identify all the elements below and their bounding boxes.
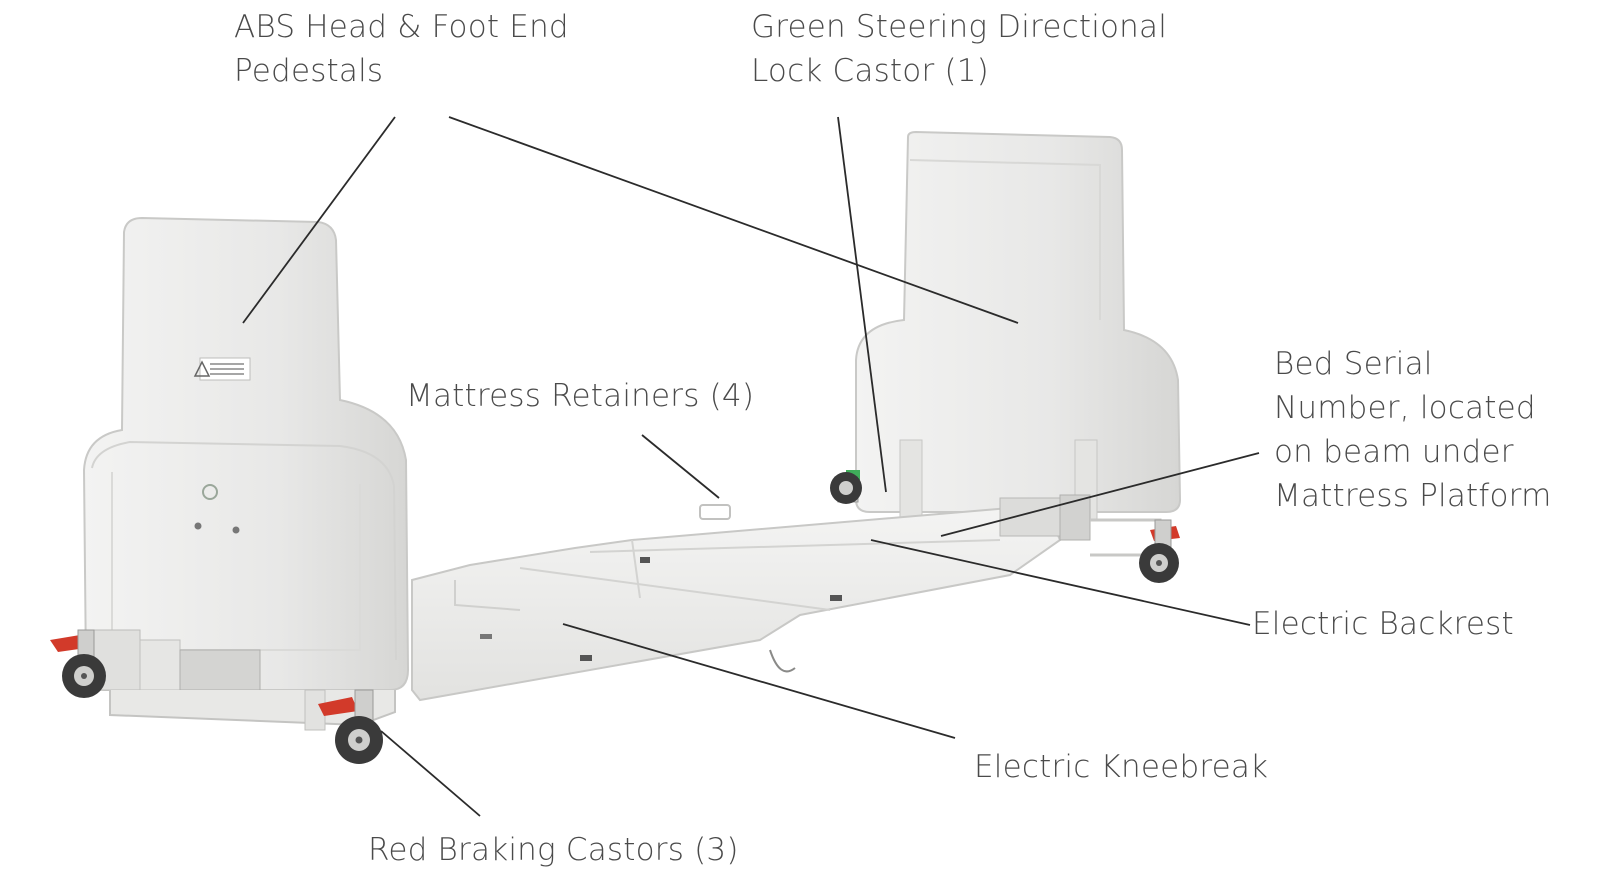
- label-serial-number: Bed Serial Number, located on beam under…: [1274, 342, 1551, 518]
- leader-mattress-retainers: [641, 434, 720, 499]
- head-end-pedestal: [82, 216, 410, 691]
- castor-front-left: [50, 629, 106, 698]
- leader-pedestals-foot: [448, 116, 1019, 324]
- label-braking-castors: Red Braking Castors (3): [368, 832, 739, 868]
- castor-rear-right: [1139, 519, 1180, 583]
- label-steering-castor: Green Steering Directional Lock Castor (…: [751, 5, 1167, 93]
- castor-front-right: [318, 689, 383, 764]
- label-electric-kneebreak: Electric Kneebreak: [974, 749, 1269, 785]
- label-serial-number-line3: on beam under: [1274, 434, 1514, 470]
- label-pedestals-line2: Pedestals: [234, 53, 384, 89]
- label-electric-backrest: Electric Backrest: [1252, 606, 1514, 642]
- leader-pedestals-head: [242, 116, 396, 324]
- leader-electric-backrest: [870, 539, 1251, 626]
- label-steering-castor-line2: Lock Castor (1): [751, 53, 989, 89]
- label-serial-number-line1: Bed Serial: [1274, 346, 1433, 382]
- foot-end-pedestal: [855, 130, 1182, 521]
- leader-steering-castor: [837, 116, 887, 493]
- label-steering-castor-line1: Green Steering Directional: [751, 9, 1168, 45]
- leader-braking-castors: [380, 730, 481, 817]
- label-serial-number-line2: Number, located: [1274, 390, 1536, 426]
- label-pedestals-line1: ABS Head & Foot End: [234, 9, 569, 45]
- front-frame: [89, 629, 396, 731]
- label-serial-number-line4: Mattress Platform: [1274, 478, 1552, 514]
- leader-lines: [242, 116, 1260, 817]
- label-pedestals: ABS Head & Foot End Pedestals: [234, 5, 569, 93]
- leader-electric-kneebreak: [562, 623, 956, 739]
- castor-rear-left-steering: [830, 470, 862, 504]
- label-mattress-retainers: Mattress Retainers (4): [406, 378, 755, 414]
- mattress-platform: [411, 503, 1062, 702]
- leader-serial-number: [940, 452, 1260, 537]
